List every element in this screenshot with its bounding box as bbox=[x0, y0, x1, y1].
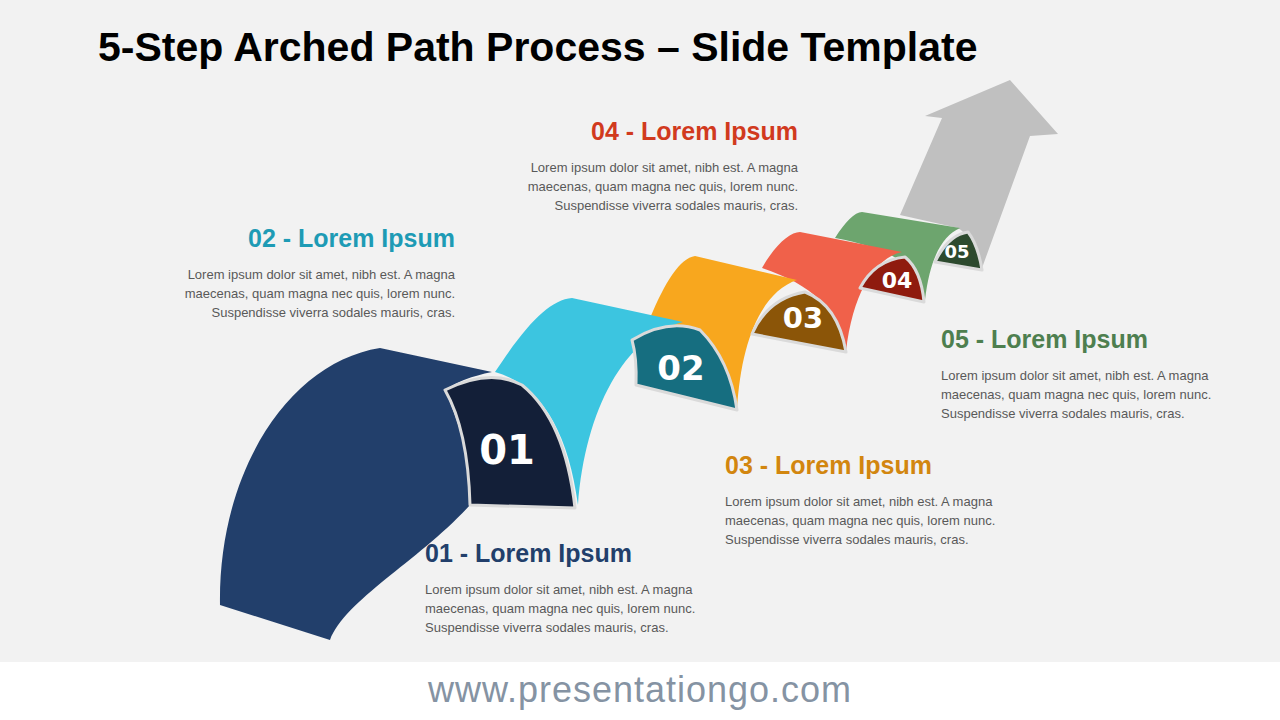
step-description: Lorem ipsum dolor sit amet, nibh est. A … bbox=[135, 265, 455, 322]
step-description: Lorem ipsum dolor sit amet, nibh est. A … bbox=[725, 492, 1045, 549]
arch-face-outline bbox=[752, 292, 846, 352]
watermark: www.presentationgo.com bbox=[290, 668, 990, 712]
arch-face-outline bbox=[445, 378, 575, 508]
arch-face: 05 bbox=[931, 228, 986, 274]
step-number: 01 bbox=[479, 427, 535, 473]
step-heading: 04 - Lorem Ipsum bbox=[438, 116, 798, 146]
step-number: 05 bbox=[944, 241, 969, 262]
step-heading: 05 - Lorem Ipsum bbox=[941, 324, 1271, 354]
arch-face-outline bbox=[935, 232, 982, 270]
arch-face-outline bbox=[860, 257, 924, 302]
arch-face: 01 bbox=[440, 365, 580, 513]
arch-face: 02 bbox=[628, 316, 740, 414]
step-number: 04 bbox=[882, 268, 913, 293]
step-heading: 02 - Lorem Ipsum bbox=[95, 223, 455, 253]
arch-face: 04 bbox=[856, 253, 928, 306]
step-number: 02 bbox=[657, 348, 704, 388]
step-number: 03 bbox=[783, 301, 823, 335]
step-description: Lorem ipsum dolor sit amet, nibh est. A … bbox=[478, 158, 798, 215]
step-heading: 01 - Lorem Ipsum bbox=[425, 538, 785, 568]
arch-face-outline bbox=[632, 326, 737, 410]
arch-face: 03 bbox=[748, 288, 850, 356]
step-description: Lorem ipsum dolor sit amet, nibh est. A … bbox=[425, 580, 745, 637]
step-heading: 03 - Lorem Ipsum bbox=[725, 450, 1085, 480]
step-description: Lorem ipsum dolor sit amet, nibh est. A … bbox=[941, 366, 1261, 423]
slide-title: 5-Step Arched Path Process – Slide Templ… bbox=[98, 22, 978, 72]
footer-band bbox=[0, 662, 1280, 720]
